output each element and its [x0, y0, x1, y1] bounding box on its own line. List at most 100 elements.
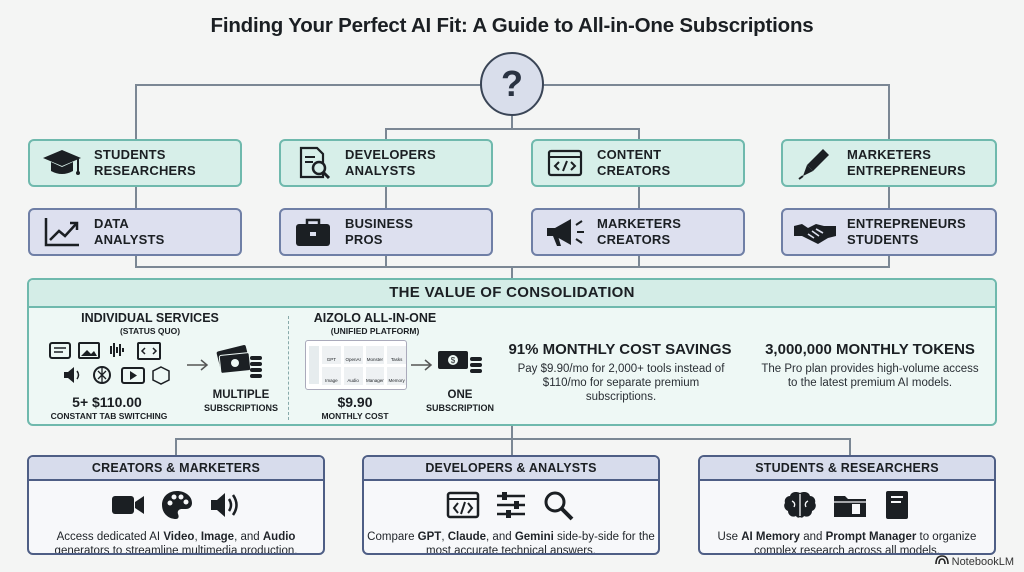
card-description: Use AI Memory and Prompt Manager to orga… — [700, 530, 994, 553]
tile-label: Tasks — [390, 357, 403, 362]
palette-icon — [160, 489, 194, 526]
aizolo-price: $9.90 — [337, 394, 373, 410]
connector — [543, 84, 890, 86]
tokens-headline: 3,000,000 MONTHLY TOKENS — [765, 341, 975, 358]
savings-headline: 91% MONTHLY COST SAVINGS — [508, 341, 732, 358]
text: generators to streamline multimedia prod… — [54, 545, 298, 555]
result-line: SUBSCRIPTION — [425, 403, 494, 413]
badge-icon — [152, 366, 170, 385]
segment-label: BUSINESS — [345, 216, 414, 231]
individual-caption: CONSTANT TAB SWITCHING — [50, 411, 168, 421]
graduation-cap-icon — [30, 141, 94, 185]
consolidation-panel: THE VALUE OF CONSOLIDATION — [27, 278, 997, 426]
tile: Audio — [343, 367, 363, 385]
tokens-text: The Pro plan provides high-volume access… — [761, 363, 979, 389]
image-icon — [78, 342, 100, 359]
connector — [135, 254, 137, 267]
tile: Tasks — [387, 346, 406, 364]
fountain-pen-icon — [783, 141, 847, 185]
text: , — [194, 531, 201, 543]
connector — [385, 254, 387, 267]
connector — [511, 426, 513, 439]
segment-label: RESEARCHERS — [94, 163, 196, 178]
text: AI Memory — [741, 531, 800, 543]
tile: Memory — [387, 367, 406, 385]
connector — [638, 186, 640, 208]
segment-label: ANALYSTS — [94, 232, 165, 247]
code-window-icon — [446, 490, 480, 525]
folder-icon — [832, 490, 868, 525]
tile-grid: GPT OpenAI Monster Tasks Image Audio Man… — [322, 346, 406, 385]
segment-label: CONTENT — [597, 147, 662, 162]
footer-text: NotebookLM — [951, 555, 1014, 568]
card-students-researchers: STUDENTS & RESEARCHERS Use AI Memory and… — [698, 455, 996, 555]
briefcase-icon — [281, 210, 345, 254]
text: Audio — [262, 531, 296, 543]
card-creators-marketers: CREATORS & MARKETERS Access dedicated AI… — [27, 455, 325, 555]
tile: OpenAI — [343, 346, 363, 364]
document-search-icon — [281, 141, 345, 185]
connector — [385, 128, 387, 140]
card-description: Compare GPT, Claude, and Gemini side-by-… — [364, 530, 658, 555]
segment-label: DEVELOPERS — [345, 147, 436, 162]
text: and — [800, 531, 826, 543]
tile-label: GPT — [326, 357, 336, 362]
tile: Monster — [365, 346, 385, 364]
connector — [175, 438, 851, 440]
openai-icon — [93, 366, 111, 384]
arrow-right-icon — [186, 358, 210, 376]
arrow-right-icon — [410, 358, 434, 376]
segment-label: ENTREPRENEURS — [847, 216, 966, 231]
segment-label: MARKETERS — [847, 147, 932, 162]
text: Claude — [447, 531, 487, 543]
aizolo-result: ONE SUBSCRIPTION — [420, 389, 500, 415]
connector — [175, 438, 177, 456]
book-icon — [882, 489, 912, 526]
app-sidebar — [309, 346, 319, 384]
connector — [849, 438, 851, 456]
connector — [385, 186, 387, 208]
speaker-icon — [208, 490, 242, 525]
aizolo-subtitle: (UNIFIED PLATFORM) — [330, 326, 420, 336]
footer-brand: NotebookLM — [934, 555, 1014, 568]
text: GPT — [417, 531, 442, 543]
money-stack-icon — [214, 342, 266, 387]
individual-services-subtitle: (STATUS QUO) — [119, 326, 181, 336]
megaphone-icon — [533, 210, 597, 254]
connector — [888, 84, 890, 140]
notebooklm-logo-icon — [934, 555, 949, 568]
text: Image — [200, 531, 235, 543]
tile: Manager — [365, 367, 385, 385]
segment-label: DATA — [94, 216, 129, 231]
text: side-by-side for the most accurate techn… — [425, 531, 655, 555]
line-chart-icon — [30, 210, 94, 254]
text: Access dedicated AI — [56, 531, 164, 543]
card-heading: DEVELOPERS & ANALYSTS — [364, 457, 658, 481]
tile-label: OpenAI — [345, 357, 361, 362]
connector — [511, 438, 513, 456]
sliders-icon — [494, 490, 528, 525]
tile: GPT — [322, 346, 341, 364]
magnifier-icon — [542, 489, 576, 526]
connector — [888, 186, 890, 208]
consolidation-heading: THE VALUE OF CONSOLIDATION — [29, 280, 995, 308]
waveform-icon — [110, 343, 124, 357]
divider — [288, 316, 289, 420]
money-bill-icon: $ — [436, 345, 486, 384]
segment-label: ENTREPRENEURS — [847, 163, 966, 178]
tile-label: Audio — [347, 378, 359, 383]
text: Compare — [367, 531, 418, 543]
question-mark-icon: ? — [480, 52, 544, 116]
connector — [135, 84, 481, 86]
connector — [638, 254, 640, 267]
segment-label: PROS — [345, 232, 383, 247]
tile-label: Manager — [365, 378, 384, 383]
